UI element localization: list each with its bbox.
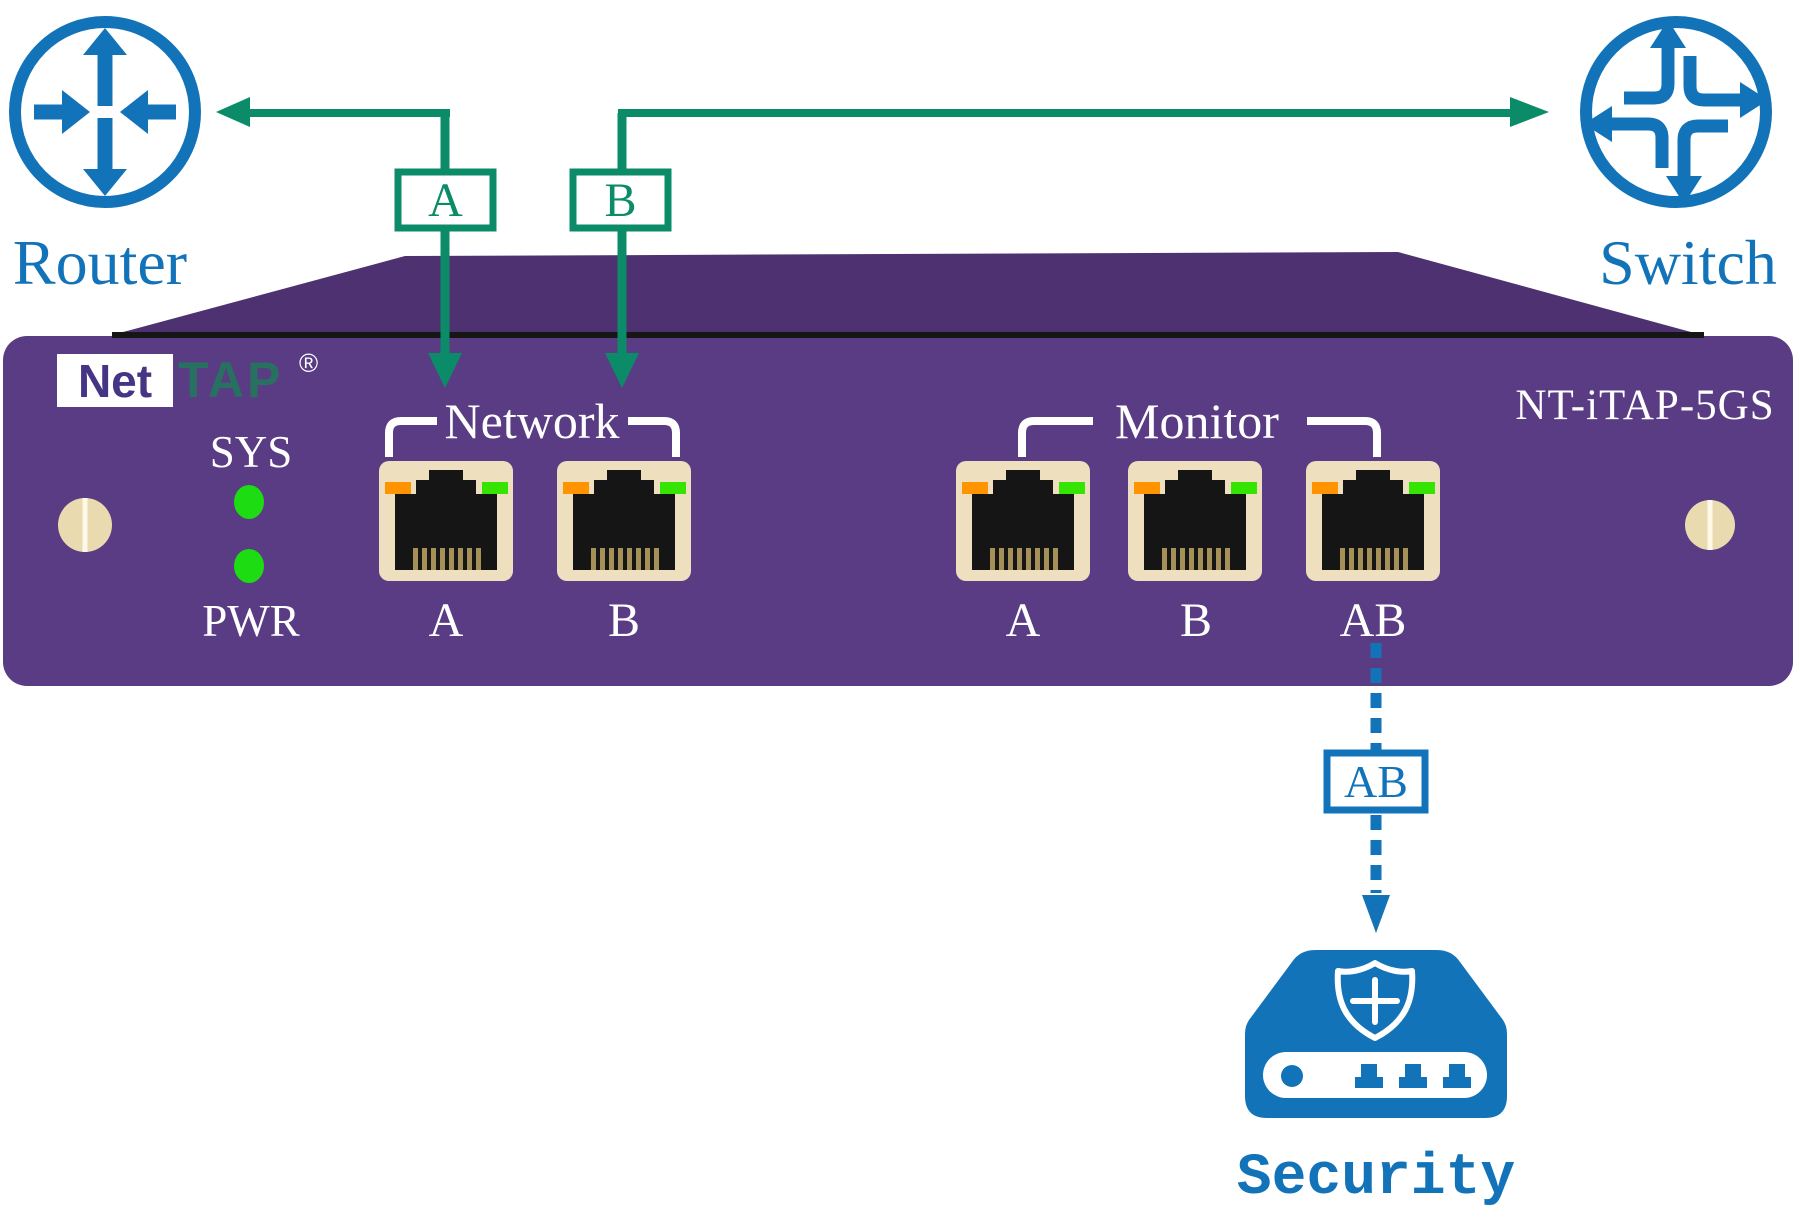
link-a-line xyxy=(216,97,462,388)
sys-led xyxy=(234,485,264,519)
link-b-box xyxy=(569,168,672,232)
screw-right-icon xyxy=(1685,500,1735,550)
registered-mark: ® xyxy=(299,348,319,378)
network-bracket-right xyxy=(628,417,680,457)
network-port-b-label: B xyxy=(607,594,641,647)
monitor-port-b-label: B xyxy=(1179,594,1213,647)
monitor-bracket-left xyxy=(1018,417,1093,457)
monitor-group-label: Monitor xyxy=(1115,393,1279,449)
link-a-box xyxy=(394,168,497,232)
monitor-port-ab xyxy=(1306,461,1440,581)
panel-top-edge xyxy=(112,332,1704,338)
network-port-b xyxy=(557,461,691,581)
monitor-port-a-label: A xyxy=(1005,594,1041,647)
monitor-bracket-right xyxy=(1307,417,1381,457)
monitor-port-ab-label: AB xyxy=(1339,594,1407,647)
security-icon xyxy=(1245,950,1507,1118)
router-icon xyxy=(9,16,201,208)
pwr-led xyxy=(234,549,264,583)
brand-net-text: Net xyxy=(77,354,153,407)
pwr-label: PWR xyxy=(202,596,300,646)
brand-tap-text: TAP xyxy=(178,352,284,408)
link-b-line xyxy=(605,97,1549,388)
link-b-label: B xyxy=(604,173,637,227)
shield-icon xyxy=(1334,960,1416,1041)
link-ab-label: AB xyxy=(1344,756,1408,807)
brand-net-badge: Net xyxy=(57,354,173,407)
link-ab-box xyxy=(1323,749,1429,814)
link-a-label: A xyxy=(428,173,463,227)
security-label: Security xyxy=(1236,1146,1516,1211)
link-ab-line xyxy=(1362,643,1390,933)
monitor-port-b xyxy=(1128,461,1262,581)
device-top-face xyxy=(112,252,1702,335)
security-ports-glyph xyxy=(1355,1064,1471,1088)
network-port-a xyxy=(379,461,513,581)
router-label: Router xyxy=(12,227,188,298)
network-bracket-left xyxy=(385,417,437,457)
network-port-a-label: A xyxy=(428,594,464,647)
screw-left-icon xyxy=(58,498,112,552)
switch-label: Switch xyxy=(1599,227,1777,298)
network-group-label: Network xyxy=(444,393,620,449)
switch-icon xyxy=(1580,16,1772,208)
model-number: NT-iTAP-5GS xyxy=(1515,382,1775,429)
sys-label: SYS xyxy=(209,427,293,477)
monitor-port-a xyxy=(956,461,1090,581)
